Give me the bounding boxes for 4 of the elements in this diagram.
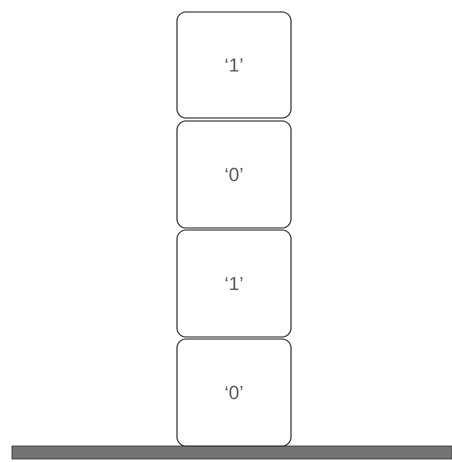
block: ‘0’	[176, 120, 292, 229]
block: ‘1’	[176, 229, 292, 338]
block: ‘1’	[176, 11, 292, 119]
block: ‘0’	[176, 338, 292, 447]
